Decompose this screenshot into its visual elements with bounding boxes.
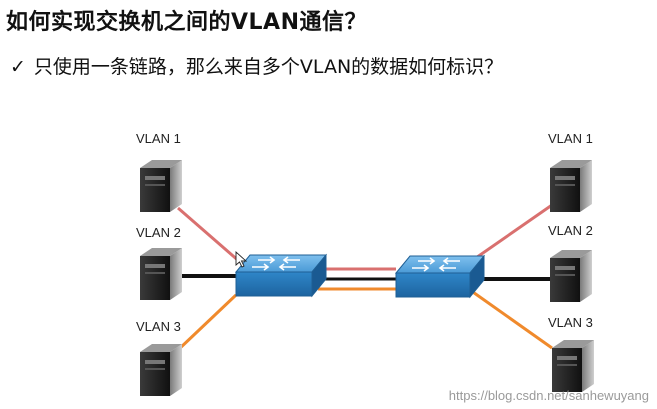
link-right-vlan1 <box>469 203 553 264</box>
link-left-vlan1 <box>177 206 241 264</box>
watermark: https://blog.csdn.net/sanhewuyang <box>448 388 649 403</box>
switch-left <box>234 253 328 298</box>
mouse-cursor-icon <box>235 250 248 268</box>
check-icon: ✓ <box>10 56 26 78</box>
question-bullet: ✓ 只使用一条链路，那么来自多个VLAN的数据如何标识？ <box>10 52 503 79</box>
right-vlan1-label: VLAN 1 <box>548 131 593 146</box>
right-vlan2-label: VLAN 2 <box>548 223 593 238</box>
server-right-vlan2 <box>550 250 592 302</box>
left-vlan3-label: VLAN 3 <box>136 319 181 334</box>
server-left-vlan1 <box>140 160 182 212</box>
right-vlan3-label: VLAN 3 <box>548 315 593 330</box>
switch-arrows-icon <box>412 257 460 272</box>
slide-title: 如何实现交换机之间的VLAN通信？ <box>6 10 367 35</box>
link-left-vlan3 <box>176 293 238 352</box>
switch-right <box>394 254 486 299</box>
switch-arrows-icon <box>252 256 300 271</box>
link-right-vlan3 <box>469 288 553 350</box>
left-vlan1-label: VLAN 1 <box>136 131 181 146</box>
server-right-vlan3 <box>552 340 594 392</box>
left-vlan2-label: VLAN 2 <box>136 225 181 240</box>
server-left-vlan3 <box>140 344 182 396</box>
server-right-vlan1 <box>550 160 592 212</box>
server-left-vlan2 <box>140 248 182 300</box>
question-text: 只使用一条链路，那么来自多个VLAN的数据如何标识？ <box>33 56 504 78</box>
